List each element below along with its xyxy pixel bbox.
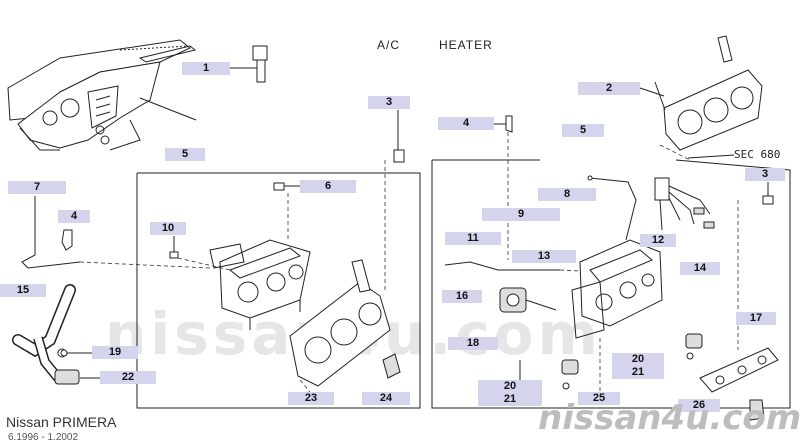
callout-2: 2 (578, 82, 640, 95)
part-3-screw-right (737, 182, 774, 350)
callout-3: 3 (368, 96, 410, 109)
part-12-harness (654, 177, 715, 231)
callout-16: 16 (442, 290, 482, 303)
callout-5-right: 5 (562, 124, 604, 137)
callout-14: 14 (680, 262, 720, 275)
callout-6: 6 (300, 180, 356, 193)
ac-control-unit (209, 239, 311, 330)
heater-assembly-frame (431, 159, 791, 409)
heater-control-unit (571, 239, 663, 339)
part-3-screw-left (384, 110, 405, 290)
callout-3-right: 3 (745, 168, 785, 181)
callout-21-lower: 21 (478, 393, 542, 406)
callout-8: 8 (538, 188, 596, 201)
part-2-finisher (639, 35, 763, 161)
part-17-plate (699, 347, 779, 421)
callout-23: 23 (288, 392, 334, 405)
reference-label: SEC 680 (734, 148, 781, 161)
callout-10: 10 (150, 222, 186, 235)
part-1-bulb-socket (230, 45, 268, 83)
brand-name: Nissan PRIMERA (6, 414, 117, 430)
dashboard-illustration (7, 39, 197, 151)
header-heater: HEATER (439, 38, 493, 52)
part-15-hose (12, 284, 80, 385)
callout-7: 7 (8, 181, 66, 194)
callout-12: 12 (640, 234, 676, 247)
callout-9: 9 (482, 208, 560, 221)
callout-13: 13 (512, 250, 576, 263)
part-25-switch (519, 333, 703, 392)
callout-4: 4 (58, 210, 90, 223)
callout-24: 24 (362, 392, 410, 405)
part-16-motor (499, 287, 557, 313)
callout-20-lower: 20 (478, 380, 542, 393)
part-23-finisher-panel (289, 259, 391, 393)
callout-22: 22 (100, 371, 156, 384)
callout-4-right: 4 (438, 117, 494, 130)
header-ac: A/C (377, 38, 401, 52)
part-24-knob (382, 353, 401, 379)
ac-assembly-frame (136, 172, 421, 409)
part-4-clip-right (494, 115, 513, 260)
callout-15: 15 (0, 284, 46, 297)
part-10-screw (169, 236, 231, 271)
callout-25: 25 (578, 392, 620, 405)
callout-11: 11 (445, 232, 501, 245)
brand-period: 6.1996 - 1.2002 (8, 432, 79, 443)
callout-19: 19 (92, 346, 138, 359)
part-19-clip (60, 349, 100, 379)
callout-20: 20 (612, 353, 664, 366)
callout-5: 5 (165, 148, 205, 161)
callout-18: 18 (448, 337, 498, 350)
callout-21: 21 (612, 366, 664, 379)
part-6-bolt (273, 182, 300, 240)
part-7-cable (21, 196, 211, 269)
callout-17: 17 (736, 312, 776, 325)
callout-26: 26 (678, 399, 720, 412)
site-logo: nissan4u.com (538, 398, 800, 438)
part-8-cable (587, 175, 637, 241)
part-11-cable (444, 261, 601, 273)
callout-1: 1 (182, 62, 230, 75)
